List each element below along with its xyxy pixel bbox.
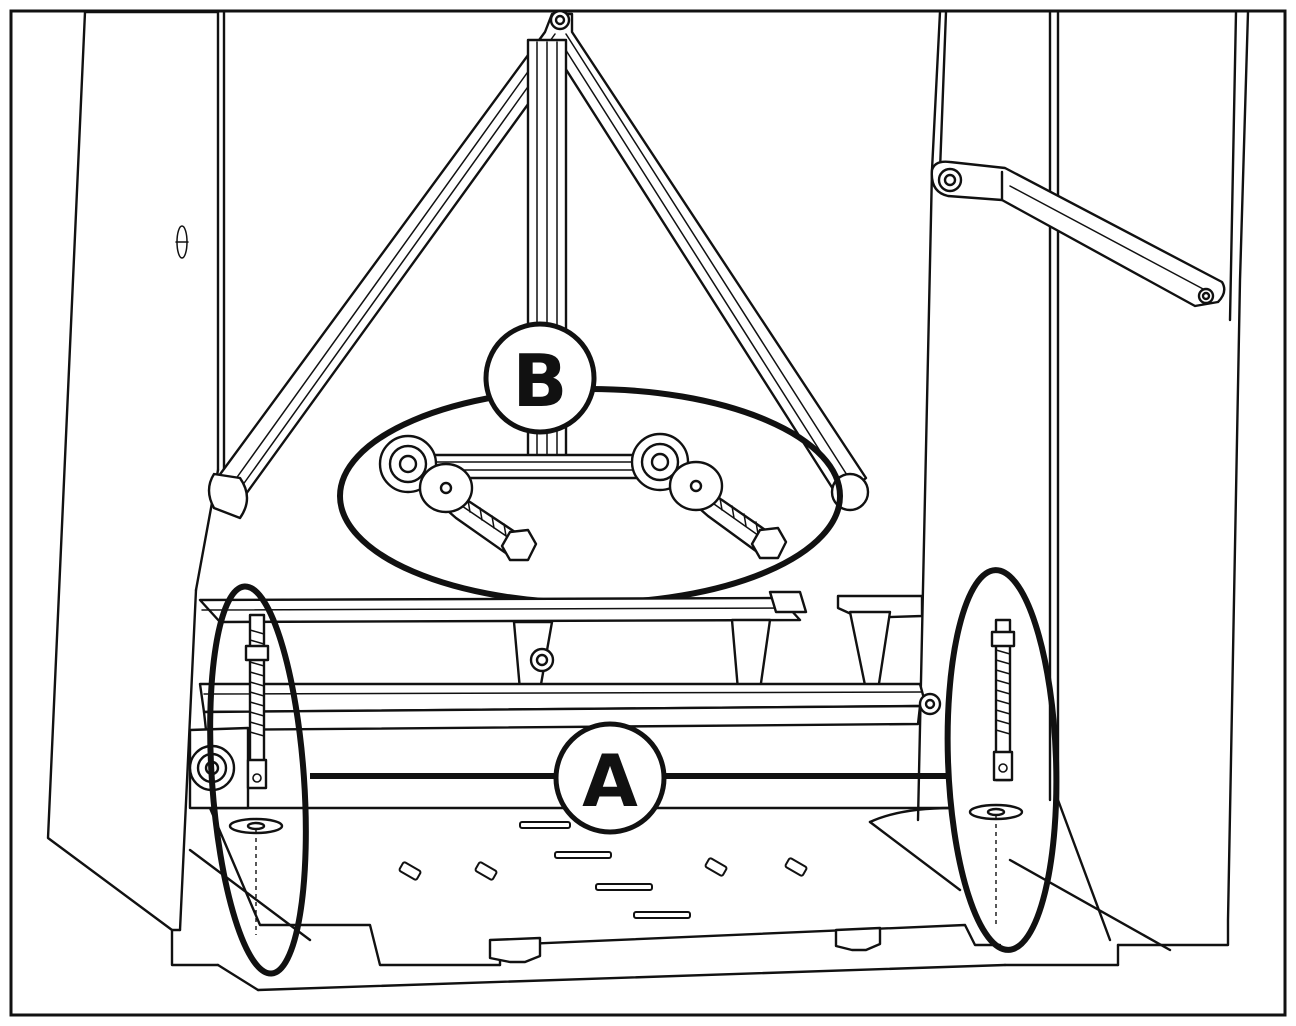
- tray-clip-left: [488, 936, 542, 964]
- cross-rails: [188, 590, 942, 810]
- left-threaded-rod: [228, 613, 284, 935]
- floor-slots: [398, 821, 808, 919]
- callout-a-badge: A: [553, 721, 667, 835]
- callout-b-letter: B: [513, 339, 568, 423]
- hanger-frame: [207, 9, 870, 520]
- right-threaded-rod: [968, 618, 1024, 925]
- callout-b-parts: [378, 432, 788, 562]
- frame-border: [9, 9, 1287, 1017]
- callout-b-ring: [337, 386, 843, 606]
- callout-a-right-ring: [944, 567, 1060, 953]
- right-side-panel: [916, 10, 1250, 947]
- base-tray: [188, 806, 1172, 992]
- callout-b-badge: B: [483, 321, 597, 435]
- tray-clip-right: [834, 926, 882, 952]
- callout-a-left-ring: [207, 583, 309, 977]
- callout-a-letter: A: [582, 739, 638, 823]
- handle-bar: [930, 160, 1226, 308]
- left-side-panel: [46, 10, 226, 967]
